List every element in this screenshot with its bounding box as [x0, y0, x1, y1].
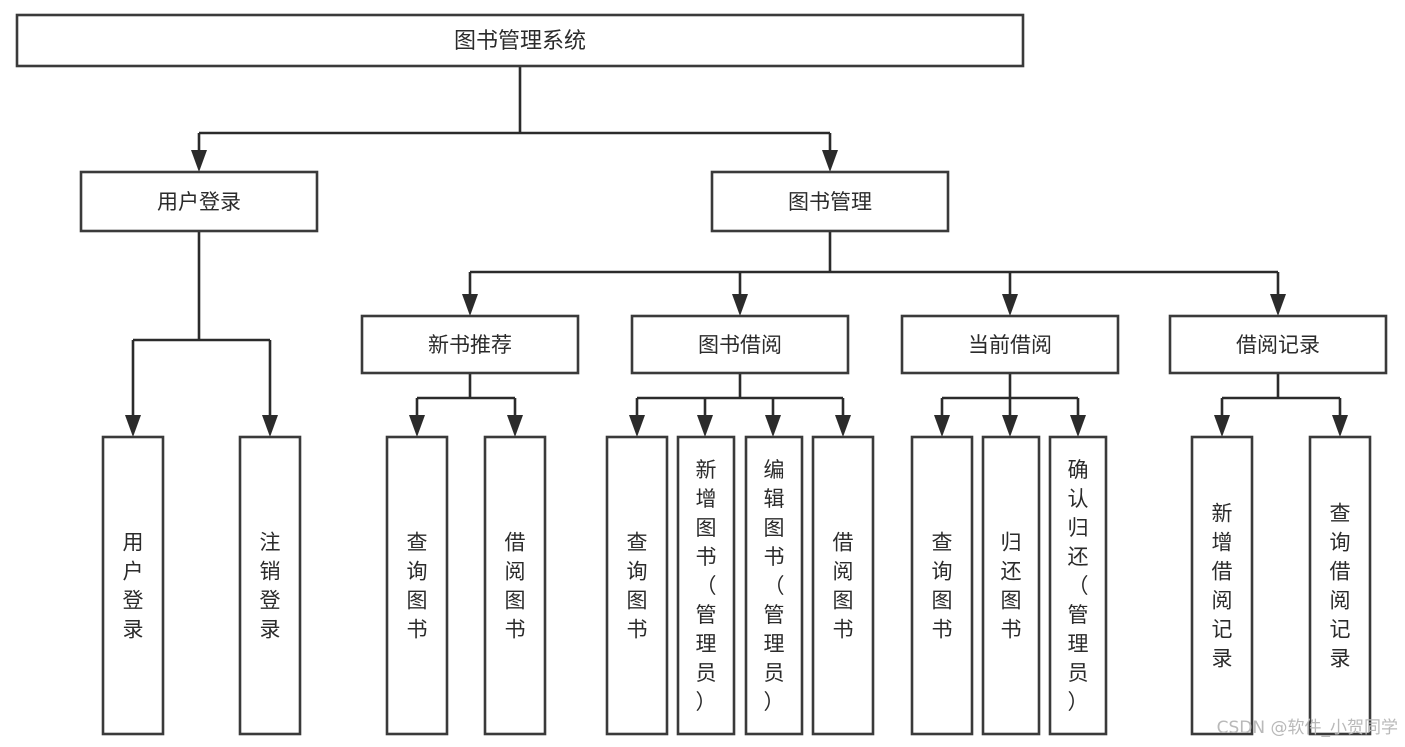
arrowhead-cb-leaf-1 [934, 415, 950, 437]
leaf-box-bb-query-book[interactable] [605, 435, 669, 736]
leaf-label-bb-add-book: 新增图书（管理员） [696, 458, 717, 714]
arrowhead-user-login [191, 150, 207, 172]
book-management-label: 图书管理 [788, 190, 872, 214]
leaf-node[interactable]: 编辑图书（管理员） [744, 435, 804, 736]
borrow-record-label: 借阅记录 [1236, 333, 1320, 357]
connector-layer [125, 66, 1348, 437]
leaf-box-nb-query-book[interactable] [385, 435, 449, 736]
leaf-label-br-query-record: 查询借阅记录 [1330, 502, 1351, 671]
leaf-label-cb-return-book: 归还图书 [1001, 531, 1022, 642]
arrowhead-bb-leaf-3 [765, 415, 781, 437]
arrowhead-current-borrow [1002, 294, 1018, 316]
book-management-box[interactable] [710, 170, 950, 233]
leaf-box-bb-borrow-book[interactable] [811, 435, 875, 736]
leaf-box-br-add-record[interactable] [1190, 435, 1254, 736]
user-login-box[interactable] [79, 170, 319, 233]
arrowhead-cb-leaf-3 [1070, 415, 1086, 437]
leaf-label-nb-query-book: 查询图书 [407, 531, 428, 642]
arrowhead-bb-leaf-2 [697, 415, 713, 437]
leaf-box-bb-edit-book[interactable] [744, 435, 804, 736]
leaf-label-cb-confirm-return: 确认归还（管理员） [1068, 458, 1089, 714]
book-borrow-box[interactable] [630, 314, 850, 375]
current-borrow-label: 当前借阅 [968, 333, 1052, 357]
leaf-box-nb-borrow-book[interactable] [483, 435, 547, 736]
arrowhead-borrow-record [1270, 294, 1286, 316]
arrowhead-book-borrow [732, 294, 748, 316]
node-user-login[interactable]: 用户登录 [79, 170, 319, 233]
leaf-label-bb-borrow-book: 借阅图书 [833, 531, 854, 642]
leaf-label-nb-borrow-book: 借阅图书 [505, 531, 526, 642]
borrow-record-box[interactable] [1168, 314, 1388, 375]
leaf-node[interactable]: 注销登录 [238, 435, 302, 736]
leaf-label-user-login: 用户登录 [123, 531, 144, 642]
current-borrow-box[interactable] [900, 314, 1120, 375]
arrowhead-leaf-user-login [125, 415, 141, 437]
leaf-node[interactable]: 归还图书 [981, 435, 1041, 736]
arrowhead-bb-leaf-4 [835, 415, 851, 437]
leaf-box-logout[interactable] [238, 435, 302, 736]
leaf-node[interactable]: 查询图书 [385, 435, 449, 736]
leaf-node[interactable]: 查询借阅记录 [1308, 435, 1372, 736]
leaf-node[interactable]: 查询图书 [910, 435, 974, 736]
leaf-node[interactable]: 新增图书（管理员） [676, 435, 736, 736]
leaf-label-logout: 注销登录 [260, 531, 281, 642]
leaf-node[interactable]: 借阅图书 [483, 435, 547, 736]
user-login-label: 用户登录 [157, 190, 241, 214]
arrowhead-book-mgmt [822, 150, 838, 172]
leaf-box-user-login[interactable] [101, 435, 165, 736]
leaf-label-bb-edit-book: 编辑图书（管理员） [764, 458, 785, 714]
leaf-label-br-add-record: 新增借阅记录 [1212, 502, 1233, 671]
leaf-box-bb-add-book[interactable] [676, 435, 736, 736]
new-book-recommend-box[interactable] [360, 314, 580, 375]
node-root[interactable]: 图书管理系统 [15, 13, 1025, 68]
node-borrow-record[interactable]: 借阅记录 [1168, 314, 1388, 375]
new-book-recommend-label: 新书推荐 [428, 333, 512, 357]
leaf-box-br-query-record[interactable] [1308, 435, 1372, 736]
watermark-label: CSDN @软件_小贺同学 [1217, 718, 1398, 738]
node-book-borrow[interactable]: 图书借阅 [630, 314, 850, 375]
leaf-node[interactable]: 用户登录 [101, 435, 165, 736]
root-label: 图书管理系统 [454, 29, 586, 54]
leaf-node[interactable]: 查询图书 [605, 435, 669, 736]
book-borrow-label: 图书借阅 [698, 333, 782, 357]
arrowhead-br-leaf-1 [1214, 415, 1230, 437]
leaf-label-bb-query-book: 查询图书 [627, 531, 648, 642]
leaf-label-cb-query-book: 查询图书 [932, 531, 953, 642]
arrowhead-br-leaf-2 [1332, 415, 1348, 437]
arrowhead-bb-leaf-1 [629, 415, 645, 437]
arrowhead-new-book-recommend [462, 294, 478, 316]
node-new-book-recommend[interactable]: 新书推荐 [360, 314, 580, 375]
leaf-box-cb-return-book[interactable] [981, 435, 1041, 736]
arrowhead-nb-leaf-2 [507, 415, 523, 437]
leaf-node[interactable]: 借阅图书 [811, 435, 875, 736]
arrowhead-leaf-logout [262, 415, 278, 437]
leaf-box-cb-query-book[interactable] [910, 435, 974, 736]
node-book-management[interactable]: 图书管理 [710, 170, 950, 233]
leaf-node[interactable]: 新增借阅记录 [1190, 435, 1254, 736]
leaf-box-cb-confirm-return[interactable] [1048, 435, 1108, 736]
arrowhead-cb-leaf-2 [1002, 415, 1018, 437]
leaf-node[interactable]: 确认归还（管理员） [1048, 435, 1108, 736]
node-current-borrow[interactable]: 当前借阅 [900, 314, 1120, 375]
arrowhead-nb-leaf-1 [409, 415, 425, 437]
root-box[interactable] [15, 13, 1025, 68]
